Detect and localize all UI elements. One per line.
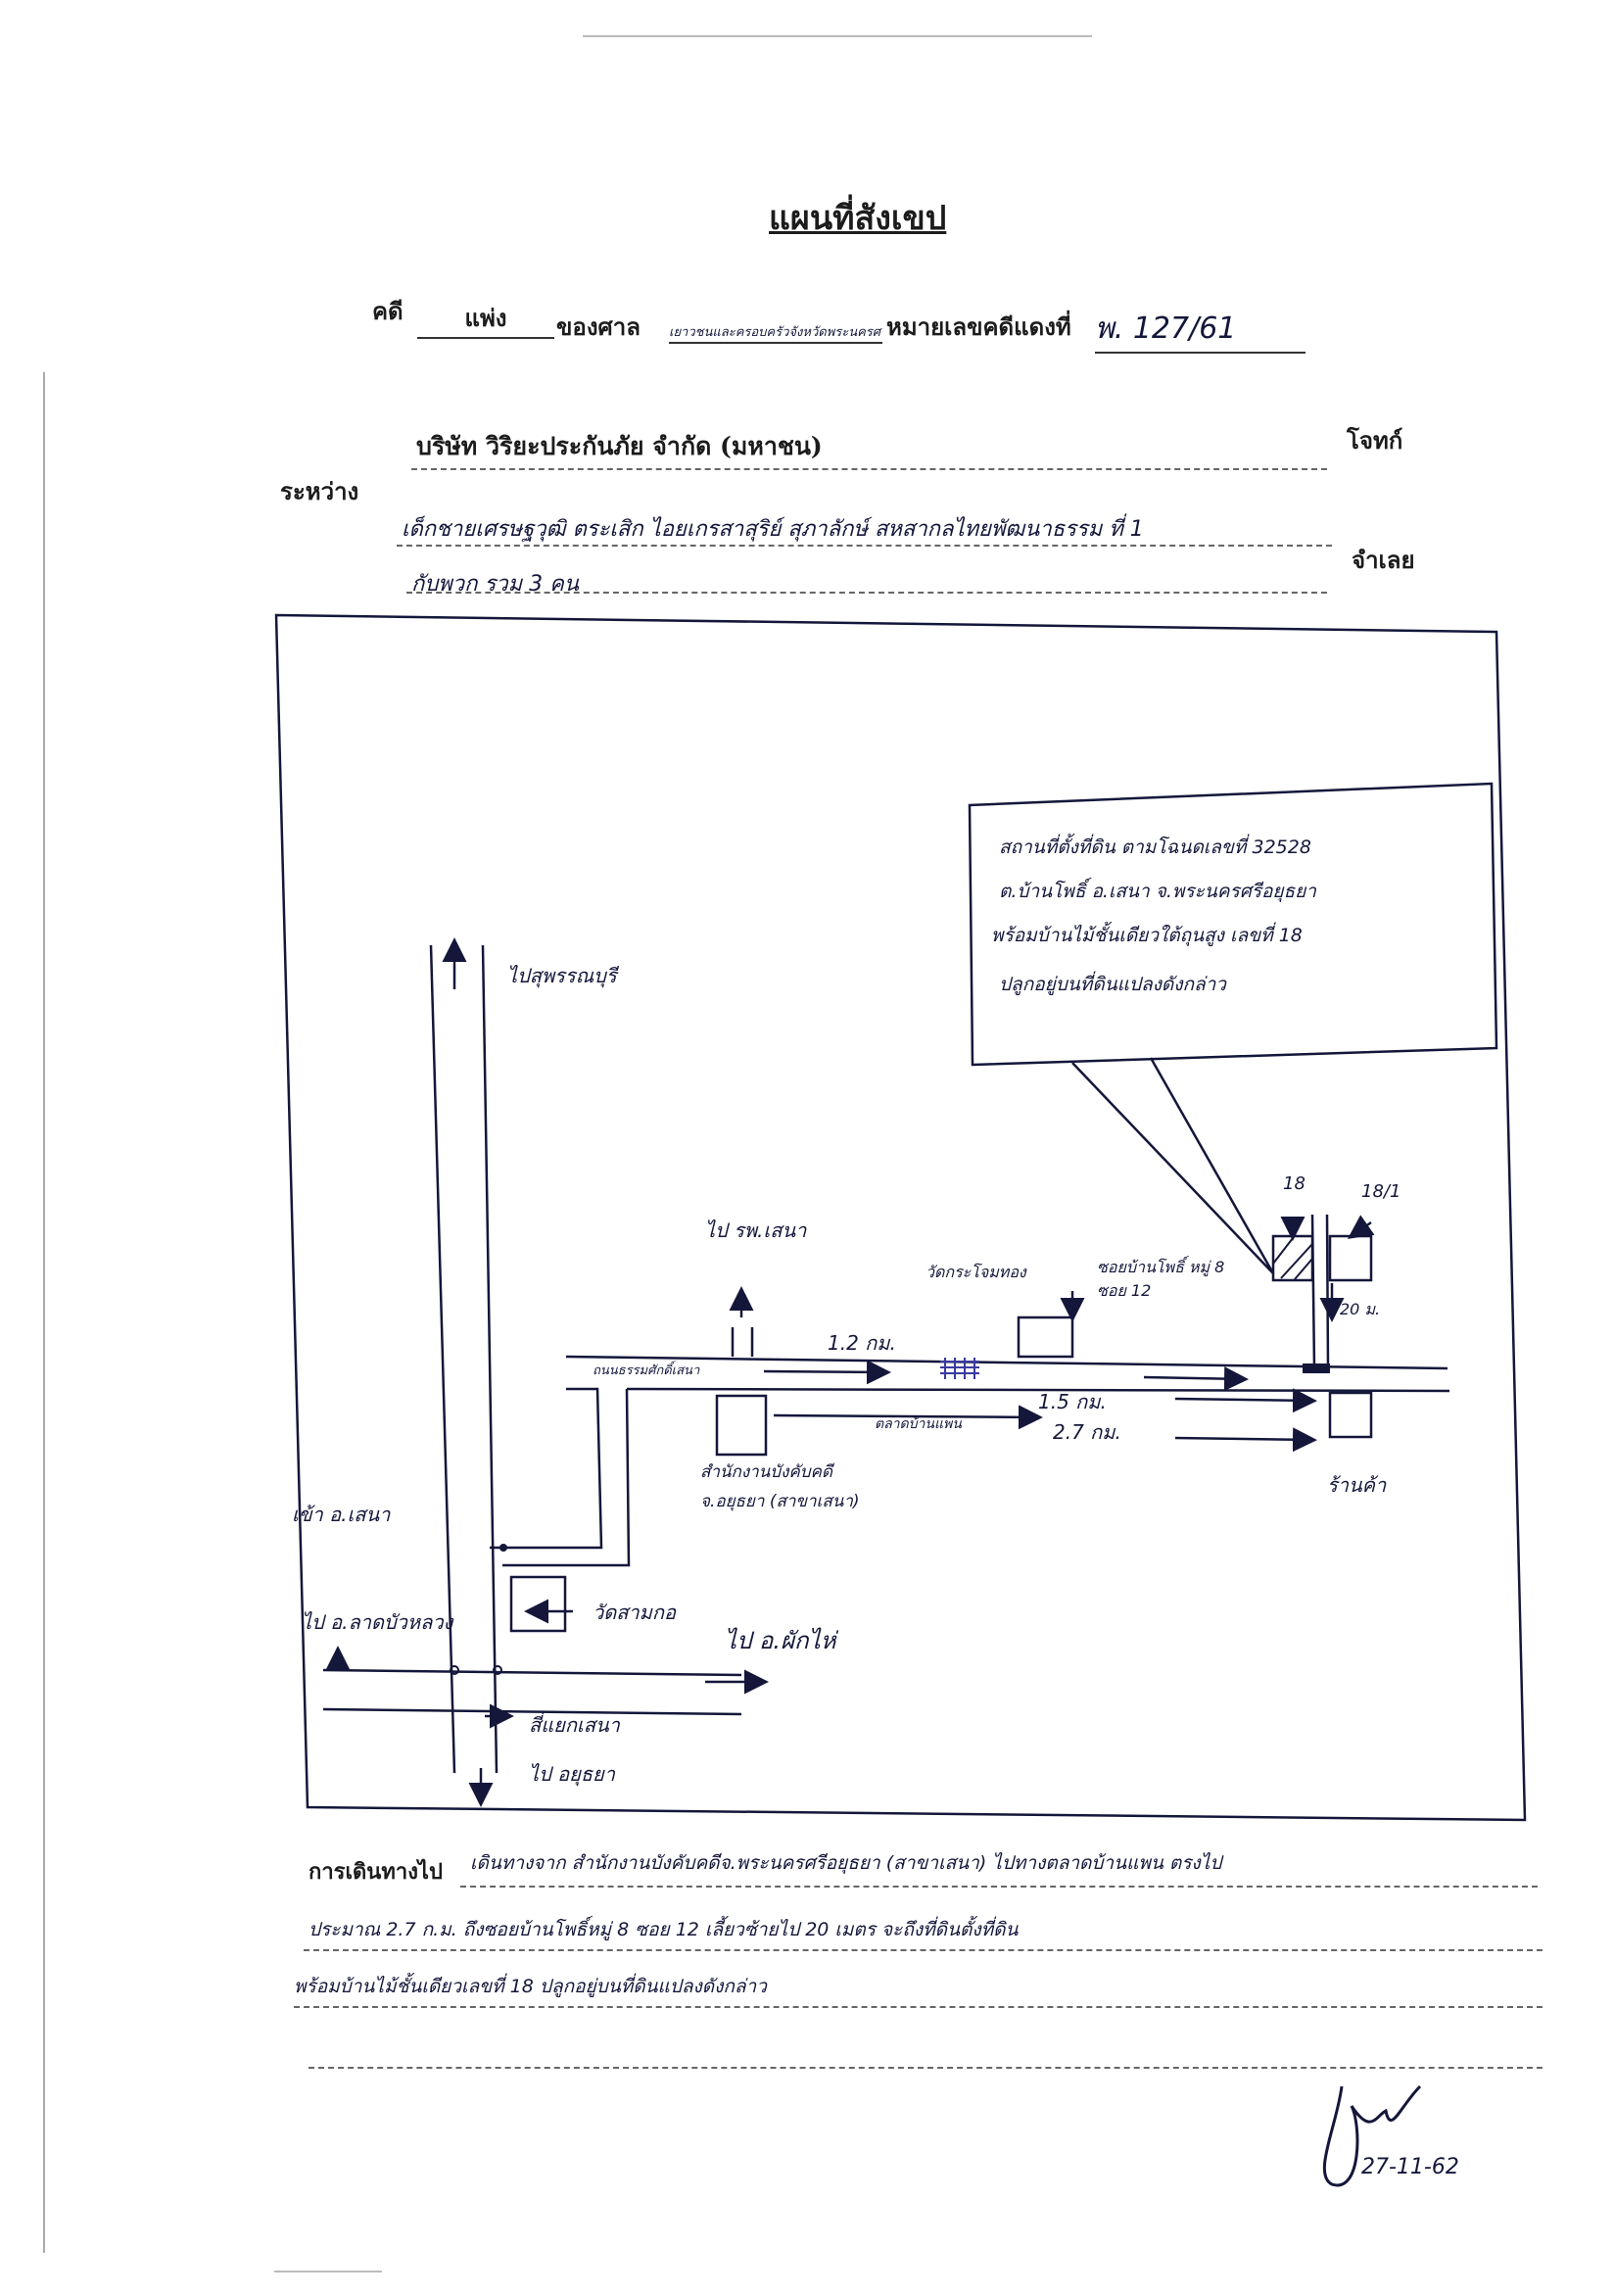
soi-lane-1 [1310, 1214, 1316, 1369]
directions-label: การเดินทางไป [309, 1859, 443, 1885]
junction-dot-3 [499, 1544, 507, 1552]
cross-road-2 [322, 1707, 742, 1716]
junction-dot-2 [493, 1665, 502, 1675]
callout-line-1: สถานที่ตั้งที่ดิน ตามโฉนดเลขที่ 32528 [999, 837, 1311, 858]
label-sena-junction: สี่แยกเสนา [529, 1713, 620, 1737]
signature-date: 27-11-62 [1361, 2155, 1459, 2179]
lot-marker [1303, 1363, 1330, 1373]
red-number-label: หมายเลขคดีแดงที่ [886, 312, 1071, 341]
defendant-line-1: เด็กชายเศรษฐวุฒิ ตระเสิก ไอยเกรสาสุริย์ … [402, 517, 1144, 542]
callout-pointer [1071, 1057, 1275, 1274]
plaintiff: บริษัท วิริยะประกันภัย จำกัด (มหาชน) [416, 432, 823, 460]
label-to-ayutthaya: ไป อยุธยา [529, 1762, 615, 1786]
red-number: พ. 127/61 [1095, 306, 1305, 354]
house-hatch [1272, 1237, 1313, 1280]
house-18 [1271, 1234, 1314, 1282]
defendant-role: จำเลย [1352, 546, 1415, 574]
office-building [715, 1394, 768, 1457]
callout-line-2: ต.บ้านโพธิ์ อ.เสนา จ.พระนครศรีอยุธยา [999, 881, 1316, 902]
label-market: ตลาดบ้านแพน [875, 1416, 962, 1432]
court-name: เยาวชนและครอบครัวจังหวัดพระนครศรีอยุธยา [669, 321, 882, 344]
callout-line-3: พร้อมบ้านไม้ชั้นเดียวใต้ถุนสูง เลขที่ 18 [991, 925, 1303, 946]
label-to-lat-bua-luang: ไป อ.ลาดบัวหลวง [302, 1610, 453, 1634]
case-label: คดี [372, 297, 404, 325]
directions-line-1: เดินทางจาก สำนักงานบังคับคดีจ.พระนครศรีอ… [470, 1852, 1222, 1874]
scan-mark-bottom [274, 2271, 382, 2272]
label-house-18-1: 18/1 [1361, 1181, 1401, 1202]
plaintiff-line [411, 468, 1327, 470]
directions-underline-2 [304, 1949, 1543, 1951]
shop-building [1328, 1391, 1373, 1439]
connector-road-2 [502, 1388, 631, 1567]
house-18-1 [1328, 1234, 1373, 1282]
defendant-underline-1 [397, 545, 1332, 547]
directions-line-2: ประมาณ 2.7 ก.ม. ถึงซอยบ้านโพธิ์หมู่ 8 ซอ… [309, 1919, 1019, 1940]
label-house-18: 18 [1283, 1173, 1305, 1194]
plaintiff-role: โจทก์ [1347, 426, 1403, 454]
label-to-hospital: ไป รพ.เสนา [705, 1219, 807, 1242]
highway-left-2 [481, 944, 498, 1774]
callout-line-4: ปลูกอยู่บนที่ดินแปลงดังกล่าว [999, 974, 1226, 995]
callout-box [968, 782, 1498, 1067]
between-label: ระหว่าง [280, 477, 359, 505]
directions-underline-4 [309, 2067, 1543, 2069]
label-village: ซอยบ้านโพธิ์ หมู่ 8 ซอย 12 [1097, 1258, 1225, 1300]
temple-building [509, 1575, 567, 1633]
label-shop: ร้านค้า [1327, 1473, 1387, 1497]
school-building [1017, 1315, 1074, 1359]
soi-lane-2 [1325, 1214, 1330, 1369]
label-school: วัดกระโจมทอง [926, 1263, 1026, 1281]
label-distance-20m: 20 ม. [1340, 1300, 1381, 1318]
market-marker [940, 1358, 979, 1379]
directions-underline-3 [294, 2006, 1543, 2008]
highway-left-1 [429, 944, 456, 1774]
label-to-phak-hai: ไป อ.ผักไห่ [725, 1627, 836, 1654]
junction-dot-1 [450, 1665, 459, 1675]
document-title: แผนที่สังเขป [769, 199, 947, 238]
directions-underline-1 [460, 1886, 1538, 1888]
court-label: ของศาล [556, 312, 641, 341]
label-office: สำนักงานบังคับคดี จ.อยุธยา (สาขาเสนา) [700, 1462, 860, 1511]
cross-road-1 [322, 1668, 742, 1677]
label-temple: วัดสามกอ [593, 1601, 676, 1624]
label-enter-sena: เข้า อ.เสนา [292, 1503, 391, 1526]
scan-mark-top [583, 35, 1092, 37]
scan-mark-left [43, 372, 45, 2253]
defendant-underline-2 [406, 592, 1327, 594]
main-road-top [565, 1355, 1448, 1370]
connector-road-1 [490, 1387, 603, 1550]
label-to-suphanburi: ไปสุพรรณบุรี [507, 964, 617, 987]
map-border [274, 613, 1527, 1822]
label-road-name: ถนนธรรมศักดิ์เสนา [593, 1363, 700, 1378]
signature [1322, 2084, 1422, 2187]
label-distance-1-5: 1.5 กม. [1038, 1390, 1107, 1413]
case-type: แพ่ง [417, 299, 554, 339]
label-distance-2-7: 2.7 กม. [1053, 1420, 1121, 1444]
label-distance-1-2: 1.2 กม. [828, 1331, 896, 1355]
directions-line-3: พร้อมบ้านไม้ชั้นเดียวเลขที่ 18 ปลูกอยู่บ… [294, 1976, 767, 1997]
